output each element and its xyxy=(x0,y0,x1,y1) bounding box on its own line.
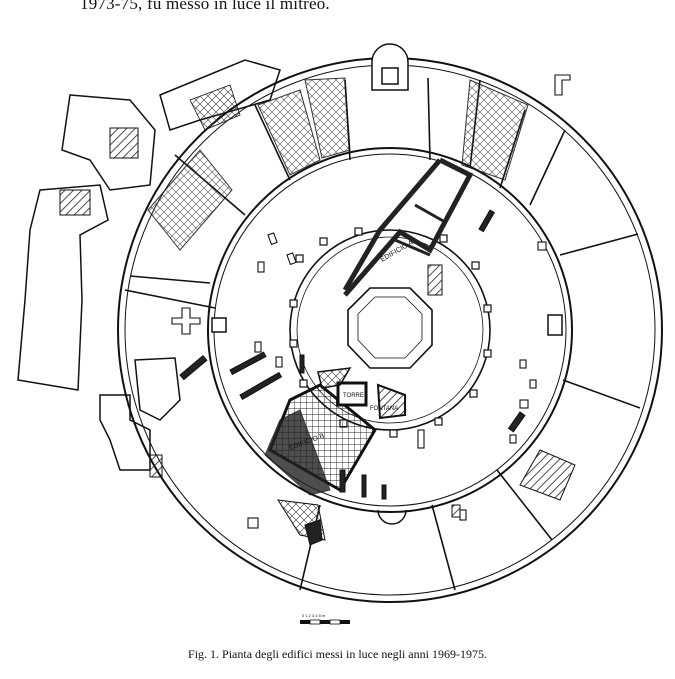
apses xyxy=(211,43,563,525)
outer-ring-walls xyxy=(117,57,663,603)
figure-caption: Fig. 1. Pianta degli edifici messi in lu… xyxy=(188,647,487,661)
label-fontana: FONTANA xyxy=(370,406,398,412)
west-annex xyxy=(17,59,281,478)
outer-ring-rooms xyxy=(147,77,529,251)
scale-bar-label: 0 1 2 3 4 5 m xyxy=(302,613,326,618)
site-plan-figure: EDIFICIO A EDIFICIO B TORRE FONTANA 0 1 … xyxy=(0,20,675,630)
wall-fragments xyxy=(179,209,526,518)
site-plan-drawing: EDIFICIO A EDIFICIO B TORRE FONTANA 0 1 … xyxy=(17,43,663,625)
piers xyxy=(289,227,492,438)
edificio-a xyxy=(342,157,474,297)
edificio-b xyxy=(264,383,377,496)
torre-fontana xyxy=(317,367,406,420)
body-text-line: 1973-75, fu messo in luce il mitreo. xyxy=(80,0,330,13)
scale-bar: 0 1 2 3 4 5 m xyxy=(300,613,350,625)
small-features xyxy=(171,74,571,529)
hatched-areas xyxy=(277,449,576,546)
label-torre: TORRE xyxy=(343,393,364,399)
